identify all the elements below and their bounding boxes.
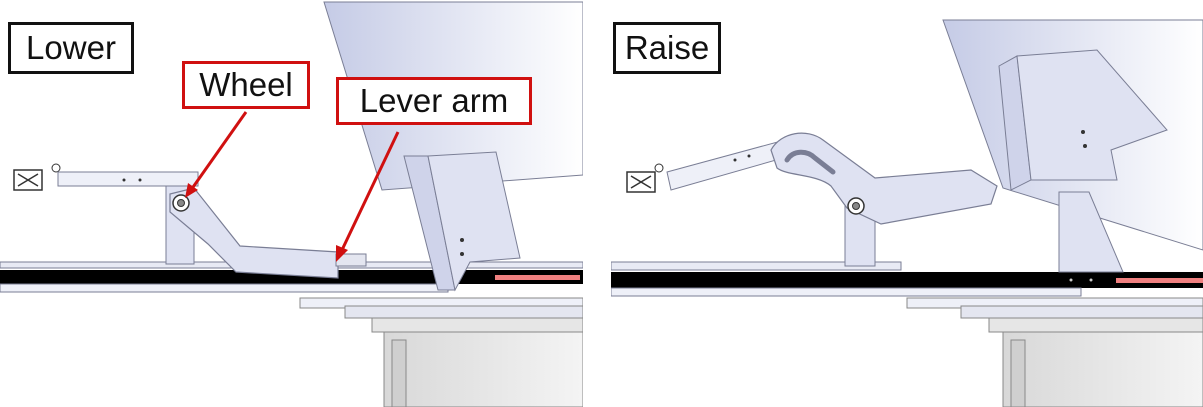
callout-wheel: Wheel (182, 61, 310, 109)
wheel-icon (172, 194, 190, 212)
aluminium-profile (13, 163, 61, 191)
lever-arm (169, 187, 339, 279)
black-rail (611, 272, 1203, 288)
guide-rail-top (611, 261, 902, 271)
panel-raise: Raise (611, 0, 1203, 407)
lower-rail (0, 283, 449, 293)
lower-rail (611, 287, 1082, 297)
accent-strip (495, 275, 580, 280)
state-label-raise: Raise (613, 22, 721, 74)
raise-mechanism-drawing (611, 19, 1203, 407)
lever-arm-callout-arrow (336, 131, 400, 262)
vertical-column (1058, 191, 1124, 273)
accent-strip (1116, 278, 1203, 283)
panel-lower: Lower Wheel Lever arm (0, 0, 583, 407)
base-block (299, 297, 583, 407)
vertical-bracket (403, 151, 521, 292)
wheel-icon (847, 197, 865, 215)
vertical-bracket (998, 49, 1168, 191)
horizontal-arm (57, 171, 199, 187)
lower-mechanism-drawing (0, 1, 583, 407)
aluminium-profile (626, 163, 664, 193)
lever-arm (770, 132, 998, 225)
wheel-callout-arrow (185, 111, 248, 198)
state-label-lower: Lower (8, 22, 134, 74)
callout-lever-arm: Lever arm (336, 77, 532, 125)
lever-arm-slot (784, 149, 836, 175)
base-block (906, 297, 1203, 407)
